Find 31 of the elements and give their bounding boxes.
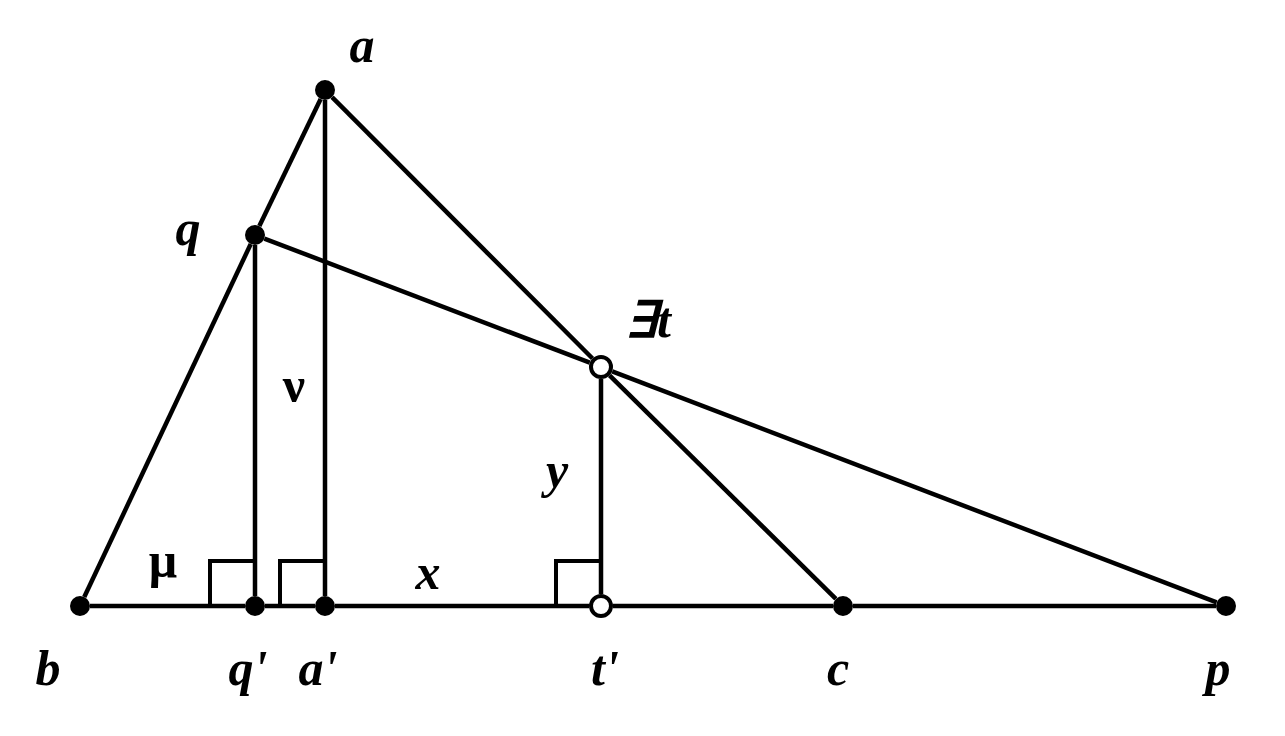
line-segment (82, 243, 253, 598)
point-dot (245, 225, 265, 245)
point-dot (245, 596, 265, 616)
open-point (589, 355, 613, 379)
line-segment (598, 379, 604, 594)
line-segment (335, 603, 589, 609)
edge-label: x (415, 547, 441, 597)
line-segment (330, 95, 595, 361)
point-label: a (349, 20, 375, 70)
point-label: ∃t (625, 295, 671, 345)
point-dot (70, 596, 90, 616)
line-segment (607, 373, 838, 601)
line-segment (613, 603, 833, 609)
point-dot (833, 596, 853, 616)
point-label: b (35, 643, 61, 693)
point-label: a' (298, 643, 338, 693)
point-label: c (826, 643, 850, 693)
edge-label: ν (282, 360, 306, 410)
line-segment (853, 603, 1216, 609)
line-segment (263, 236, 591, 365)
point-label: t' (591, 643, 619, 693)
line-segment (611, 369, 1218, 605)
line-segment (257, 98, 323, 227)
line-segment (322, 100, 328, 596)
open-point (589, 594, 613, 618)
line-segment (252, 245, 258, 596)
point-dot (315, 596, 335, 616)
line-segment (265, 603, 315, 609)
point-dot (315, 80, 335, 100)
point-dot (1216, 596, 1236, 616)
line-segment (90, 603, 245, 609)
